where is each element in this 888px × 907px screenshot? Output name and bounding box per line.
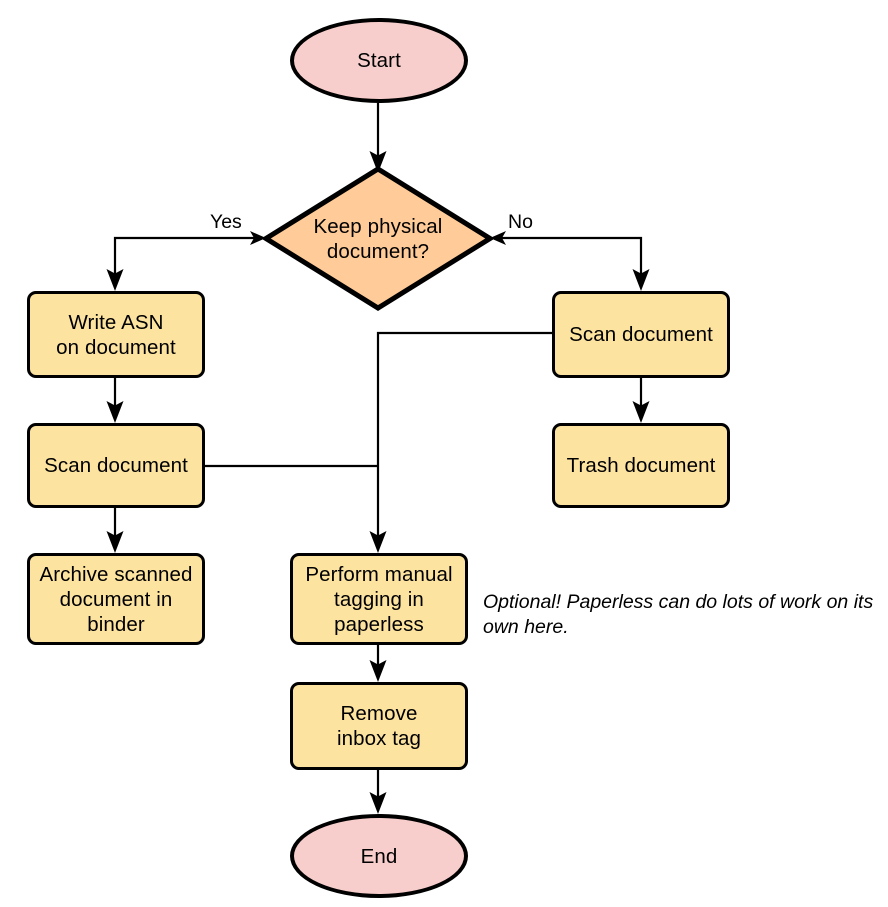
edge-manual-tagging-to-remove-inbox-tag [369, 645, 387, 682]
node-perform-manual-tagging[interactable]: Perform manual tagging in paperless [290, 553, 468, 645]
node-trash-document-label: Trash document [566, 454, 716, 477]
node-write-asn-on-document[interactable]: Write ASN on document [27, 291, 205, 378]
node-write-asn-label: Write ASN on document [56, 310, 176, 359]
edge-decision-yes-to-write-asn [106, 231, 266, 291]
edge-scan-right-to-manual-tagging [369, 331, 552, 553]
node-end-label: End [360, 844, 398, 868]
node-remove-inbox-tag[interactable]: Remove inbox tag [290, 682, 468, 770]
edge-label-yes: Yes [210, 211, 242, 233]
node-decision-label: Keep physical document? [313, 214, 443, 263]
node-archive-binder-label: Archive scanned document in binder [39, 562, 193, 636]
node-decision-keep-physical-document[interactable]: Keep physical document? [263, 166, 493, 311]
edge-start-to-decision [369, 103, 387, 173]
edge-write-asn-to-scan-left [106, 378, 124, 423]
node-scan-document-left-label: Scan document [44, 454, 188, 477]
node-remove-inbox-tag-label: Remove inbox tag [336, 702, 422, 750]
annotation-optional-note: Optional! Paperless can do lots of work … [483, 591, 874, 638]
node-trash-document[interactable]: Trash document [552, 423, 730, 508]
edge-remove-inbox-tag-to-end [369, 770, 387, 814]
edge-label-no: No [508, 211, 533, 233]
edge-decision-no-to-scan-right [490, 231, 650, 291]
node-scan-document-right[interactable]: Scan document [552, 291, 730, 378]
node-archive-scanned-document-in-binder[interactable]: Archive scanned document in binder [27, 553, 205, 645]
node-start[interactable]: Start [290, 18, 468, 103]
edge-scan-left-to-archive [106, 508, 124, 553]
node-scan-document-left[interactable]: Scan document [27, 423, 205, 508]
node-start-label: Start [357, 49, 401, 72]
node-scan-document-right-label: Scan document [569, 323, 713, 346]
node-end[interactable]: End [290, 814, 468, 898]
diamond-shape [263, 166, 493, 311]
edge-scan-right-to-trash [632, 378, 650, 423]
node-manual-tagging-label: Perform manual tagging in paperless [305, 562, 453, 636]
